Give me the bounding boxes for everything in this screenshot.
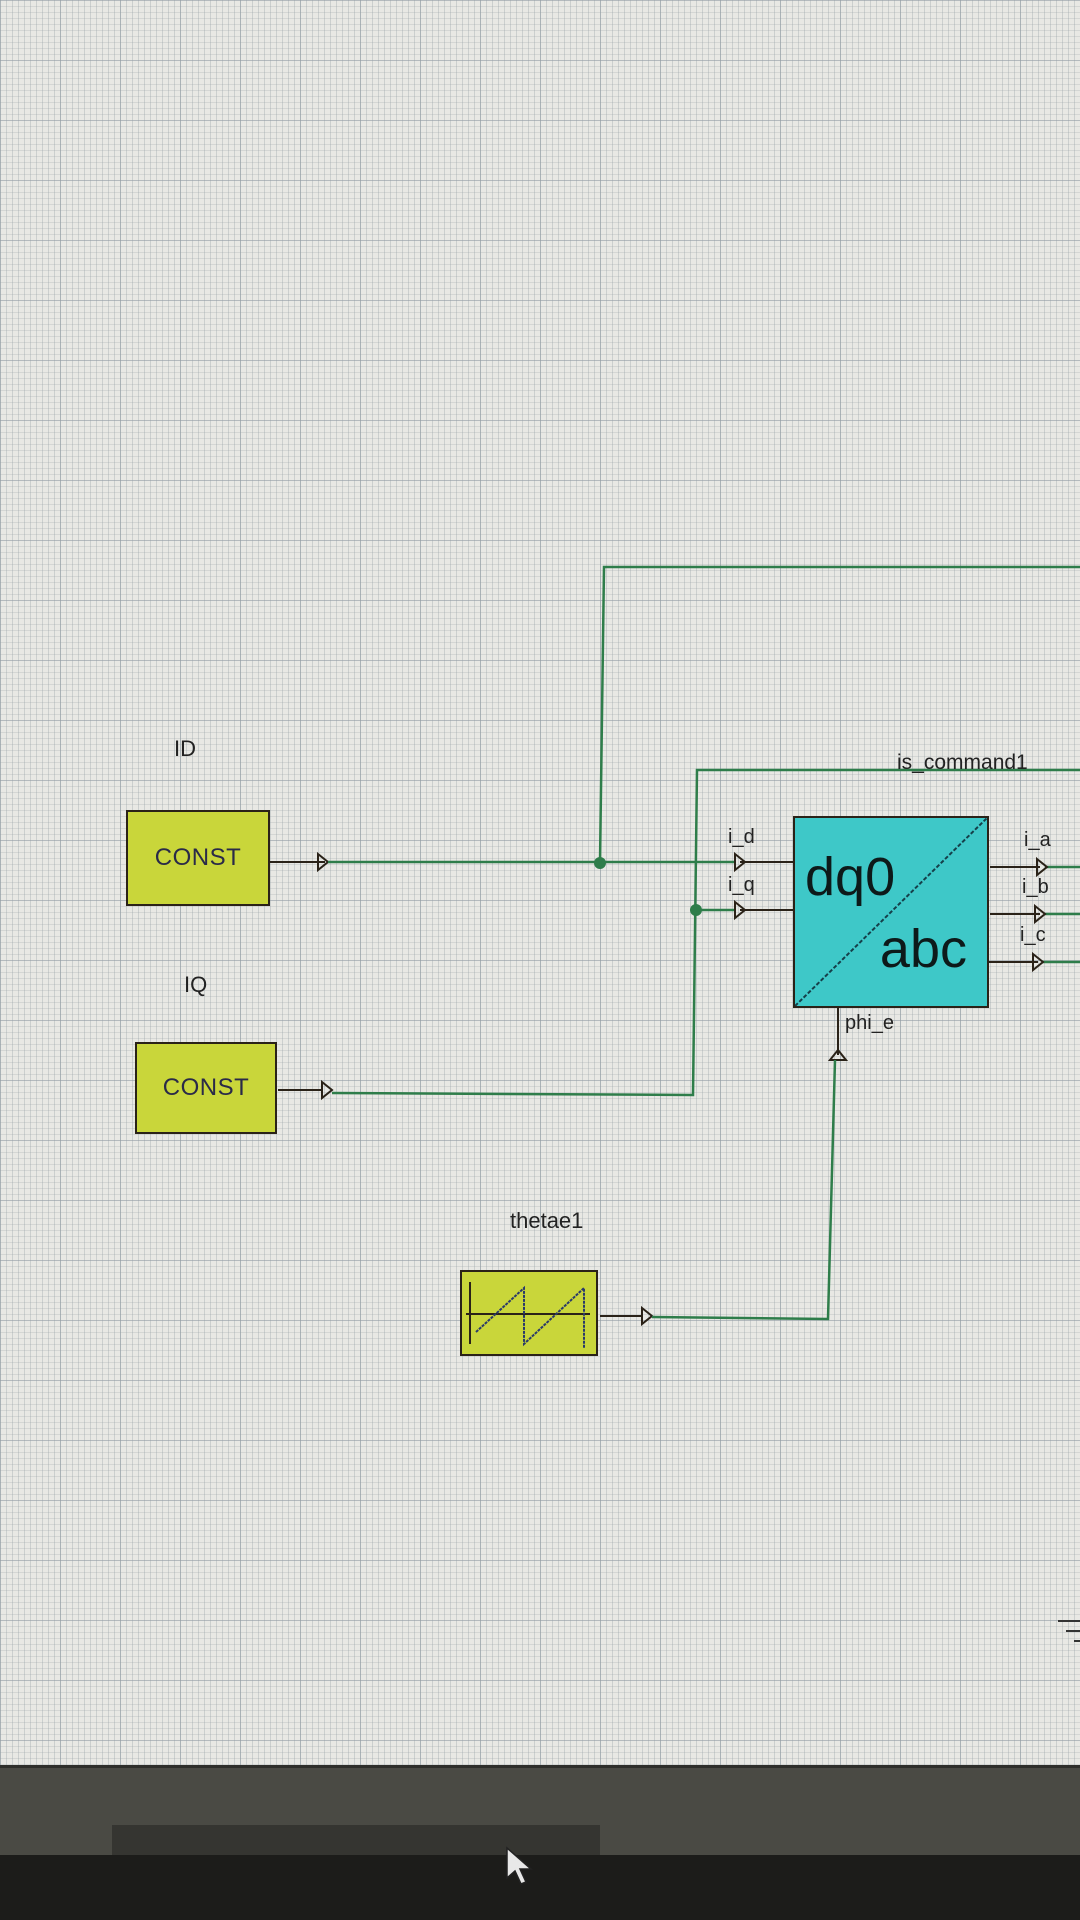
schematic-canvas[interactable]: ID CONST IQ CONST thetae1 is_command1 dq…	[0, 0, 1080, 1765]
port-label-i-b: i_b	[1022, 876, 1049, 898]
wire-id-feedback	[598, 565, 1080, 864]
iq-block-name: IQ	[184, 972, 208, 997]
id-const-label: CONST	[154, 844, 242, 871]
partial-block-edge-icon	[1058, 1620, 1080, 1642]
arrow-iq-out	[321, 1079, 334, 1101]
transform-bottom-text: abc	[879, 919, 967, 979]
taskbar	[0, 1855, 1080, 1920]
arrow-id-out	[317, 851, 330, 873]
mouse-cursor-icon	[506, 1846, 533, 1885]
port-label-i-c: i_c	[1020, 924, 1046, 946]
sawtooth-block-name: thetae1	[510, 1208, 584, 1233]
iq-const-label: CONST	[162, 1074, 250, 1101]
arrow-ia	[1036, 856, 1049, 878]
arrow-saw-out	[641, 1305, 654, 1327]
port-label-i-d: i_d	[728, 826, 755, 848]
wire-iq-route	[331, 768, 1080, 1097]
wire-saw-to-phi	[651, 1059, 837, 1321]
iq-const-block[interactable]: CONST	[135, 1042, 277, 1134]
id-block-name: ID	[174, 736, 196, 761]
port-label-i-q: i_q	[728, 874, 755, 896]
arrow-id-port	[734, 851, 747, 873]
arrow-phi	[827, 1048, 849, 1061]
arrow-ic	[1032, 951, 1045, 973]
sawtooth-wave-icon	[466, 1282, 590, 1348]
id-const-block[interactable]: CONST	[126, 810, 270, 906]
arrow-ib	[1034, 903, 1047, 925]
port-label-phi-e: phi_e	[845, 1012, 894, 1034]
wire-layer	[270, 565, 1080, 1327]
dq0-abc-transform-block[interactable]: dq0 abc	[793, 816, 989, 1008]
sawtooth-block[interactable]	[460, 1270, 598, 1356]
diagonal-divider	[795, 818, 987, 1006]
port-label-i-a: i_a	[1024, 829, 1051, 851]
arrow-iq-port	[734, 899, 747, 921]
transform-top-text: dq0	[805, 847, 896, 907]
bus-label-is-command: is_command1	[897, 751, 1028, 774]
